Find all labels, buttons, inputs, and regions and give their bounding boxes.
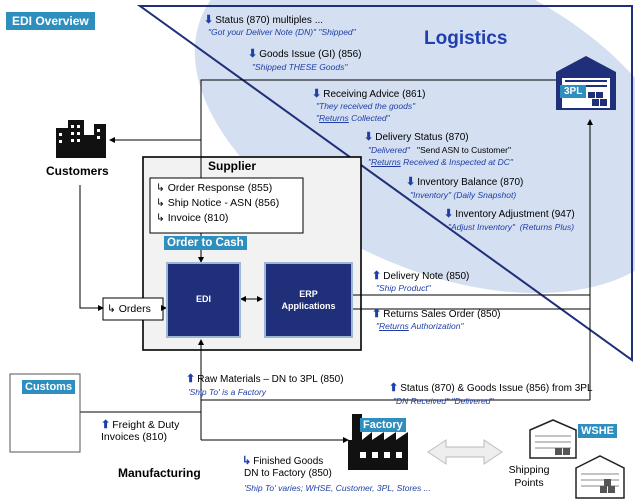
arrow-return-icon: ↳	[156, 182, 165, 194]
arrow-return-icon: ⬇	[364, 131, 374, 143]
shipping-warehouse-icon	[529, 419, 625, 499]
msg-receiving-advice-note-2: "Returns Collected"	[316, 113, 390, 123]
status-gi-label: ⬆Status (870) & Goods Issue (856) from 3…	[389, 382, 593, 394]
shipping-points-label: Shipping Points	[508, 464, 550, 489]
msg-inventory-adjustment: ⬇Inventory Adjustment (947)	[444, 208, 575, 220]
doc-invoice: ↳ Invoice (810)	[156, 212, 229, 224]
arrow-return-icon: ⬇	[204, 14, 214, 26]
msg-inventory-balance: ⬇Inventory Balance (870)	[406, 176, 524, 188]
raw-materials-note: 'Ship To' is a Factory	[188, 387, 267, 397]
msg-goods-issue-note: "Shipped THESE Goods"	[252, 62, 348, 72]
factory-tag: Factory	[360, 418, 406, 432]
msg-status-870: ⬇Status (870) multiples ...	[204, 14, 324, 26]
customers-orders-line	[79, 185, 104, 311]
arrow-return-icon: ⬇	[312, 88, 322, 100]
arrow-return-icon: ↳	[107, 303, 116, 315]
supplier-docs-box	[149, 177, 304, 234]
customers-label: Customers	[46, 164, 109, 178]
status-gi-note: "DN Received" "Delivered"	[393, 396, 494, 406]
wshe-tag: WSHE	[578, 424, 617, 438]
manufacturing-label: Manufacturing	[118, 466, 201, 480]
delivery-note-note: "Ship Product"	[376, 283, 431, 293]
arrow-return-icon: ↳	[242, 455, 252, 467]
customs-tag: Customs	[22, 380, 76, 394]
finished-goods-note: 'Ship To' varies; WHSE, Customer, 3PL, S…	[244, 483, 431, 493]
msg-status-870-note: "Got your Deliver Note (DN)" "Shipped"	[208, 27, 356, 37]
arrow-up-icon: ⬆	[101, 419, 111, 431]
msg-goods-issue: ⬇Goods Issue (GI) (856)	[248, 48, 362, 60]
arrow-return-icon: ↳	[156, 212, 165, 224]
edi-box: EDI	[166, 262, 241, 338]
double-arrow-icon	[427, 439, 503, 465]
supplier-label: Supplier	[208, 159, 257, 173]
arrow-up-icon: ⬆	[372, 308, 382, 320]
doc-order-response: ↳ Order Response (855)	[156, 182, 273, 194]
returns-order-note: "Returns Authorization"	[376, 321, 464, 331]
arrow-up-icon: ⬆	[372, 270, 382, 282]
arrow-return-icon: ⬇	[444, 208, 454, 220]
threepl-tag: 3PL	[560, 85, 587, 98]
finished-goods-label: ↳Finished Goods DN to Factory (850)	[242, 455, 332, 479]
arrow-return-icon: ⬇	[248, 48, 258, 60]
msg-delivery-status: ⬇Delivery Status (870)	[364, 131, 469, 143]
logistics-to-edi-line	[200, 79, 556, 178]
msg-receiving-advice-note-1: "They received the goods"	[316, 101, 416, 111]
msg-inventory-adjustment-note: "Adjust Inventory" (Returns Plus)	[448, 222, 575, 232]
freight-label: ⬆Freight & Duty Invoices (810)	[101, 419, 180, 443]
msg-delivery-status-note-1: "Delivered" "Send ASN to Customer"	[368, 145, 511, 155]
arrow-up-icon: ⬆	[186, 373, 196, 385]
delivery-note-label: ⬆Delivery Note (850)	[372, 270, 470, 282]
arrow-return-icon: ⬇	[406, 176, 416, 188]
doc-ship-notice: ↳ Ship Notice - ASN (856)	[156, 197, 280, 209]
msg-inventory-balance-note: "Inventory" (Daily Snapshot)	[410, 190, 517, 200]
factory-icon	[348, 414, 408, 470]
logistics-title: Logistics	[424, 28, 508, 49]
arrow-return-icon: ↳	[156, 197, 165, 209]
orders-label: ↳ Orders	[107, 303, 151, 315]
msg-delivery-status-note-2: "Returns Received & Inspected at DC"	[368, 157, 513, 167]
title-tag: EDI Overview	[6, 12, 95, 30]
supplier-docs: ↳ Order Response (855) ↳ Ship Notice - A…	[156, 181, 279, 226]
order-to-cash-tag: Order to Cash	[164, 236, 247, 250]
logistics-triangle	[136, 5, 633, 362]
raw-materials-label: ⬆Raw Materials – DN to 3PL (850)	[186, 373, 344, 385]
msg-receiving-advice: ⬇Receiving Advice (861)	[312, 88, 426, 100]
arrow-up-icon: ⬆	[389, 382, 399, 394]
returns-order-label: ⬆Returns Sales Order (850)	[372, 308, 501, 320]
building-icon	[56, 120, 106, 158]
